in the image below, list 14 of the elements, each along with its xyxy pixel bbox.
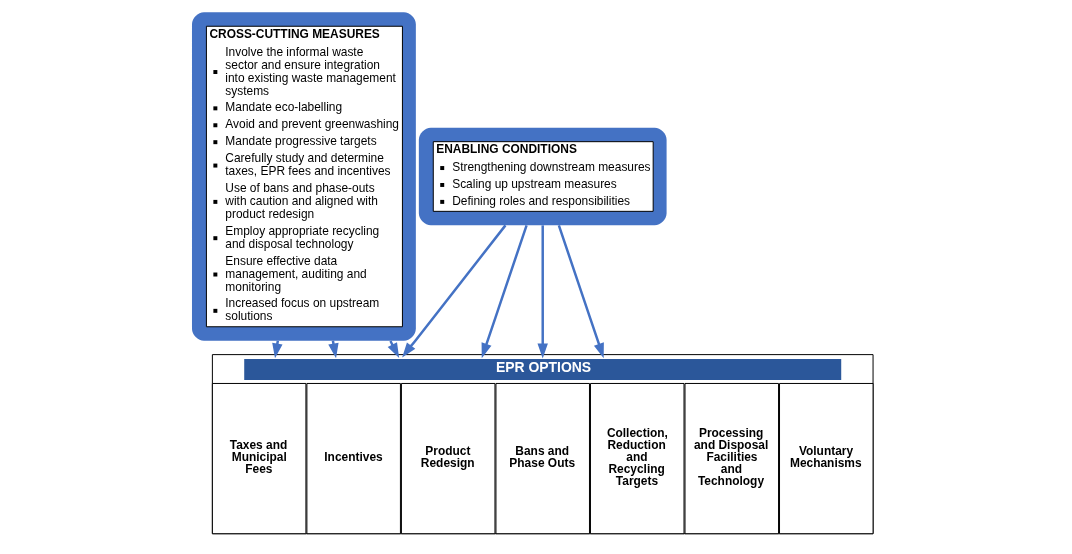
node-box: Processing and Disposal Facilities and Technology xyxy=(684,382,779,535)
arrow xyxy=(387,340,399,358)
arrow xyxy=(537,225,548,359)
node-box: Collection, Reduction and Recycling Targets xyxy=(589,382,684,535)
node-box: Incentives xyxy=(305,382,401,535)
arrow xyxy=(557,224,604,359)
node-box: Voluntary Mechanisms xyxy=(778,382,874,535)
node-box: Bans and Phase Outs xyxy=(494,382,590,535)
node-box: CROSS-CUTTING MEASURES Involve the informal waste sector and ensure integration into existing waste management systems Mandate eco-labelling Avoid and prevent greenwashing Mandate progressive targets Carefully study and determine taxes, EPR fees and incentives Use of bans and phase-outs with caution and aligned with product redesign Employ appropriate recycling and disposal technology Ensure effective data management, auditing and monitoring Increased focus on upstream solutions xyxy=(191,12,416,341)
node-box: Product Redesign xyxy=(400,382,495,535)
node-box: ENABLING CONDITIONS Strengthening downstream measures Scaling up upstream measures Defining roles and responsibilities xyxy=(418,127,667,226)
node-box: Taxes and Municipal Fees xyxy=(211,382,306,535)
arrow xyxy=(481,224,528,359)
arrow xyxy=(401,224,506,358)
